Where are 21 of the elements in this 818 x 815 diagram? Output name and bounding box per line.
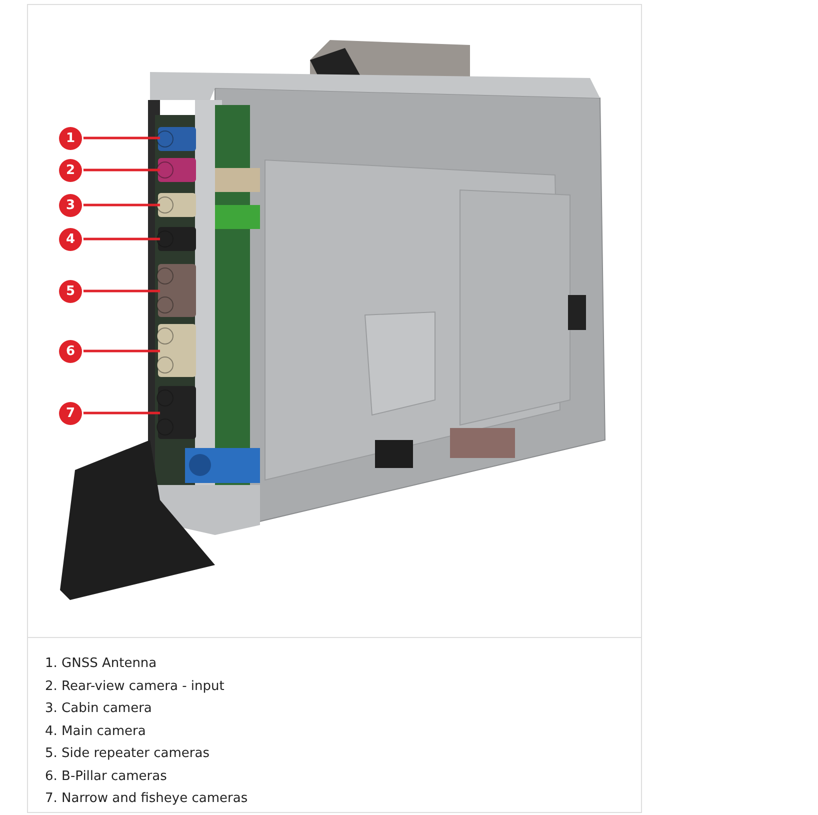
leader-line xyxy=(82,412,160,414)
callout-number: 6 xyxy=(59,340,82,362)
leader-line xyxy=(82,350,160,352)
legend-item: 3. Cabin camera xyxy=(45,701,152,716)
leader-line xyxy=(82,290,160,292)
leader-line xyxy=(82,238,160,240)
leader-line xyxy=(82,204,160,206)
callout-number: 2 xyxy=(59,158,82,182)
callout-number: 5 xyxy=(59,280,82,302)
leader-line xyxy=(82,136,160,140)
legend-item: 4. Main camera xyxy=(45,724,146,738)
legend-item: 6. B-Pillar cameras xyxy=(45,768,167,784)
callout-number: 7 xyxy=(59,402,82,424)
legend-item: 7. Narrow and fisheye cameras xyxy=(45,791,248,806)
leader-line xyxy=(82,168,160,172)
callout-number: 1 xyxy=(59,126,82,150)
callout-number: 4 xyxy=(59,228,82,250)
callout-number: 3 xyxy=(59,194,82,216)
legend-item: 2. Rear-view camera - input xyxy=(45,678,224,694)
legend-item: 1. GNSS Antenna xyxy=(45,656,157,671)
legend-item: 5. Side repeater cameras xyxy=(45,746,210,761)
